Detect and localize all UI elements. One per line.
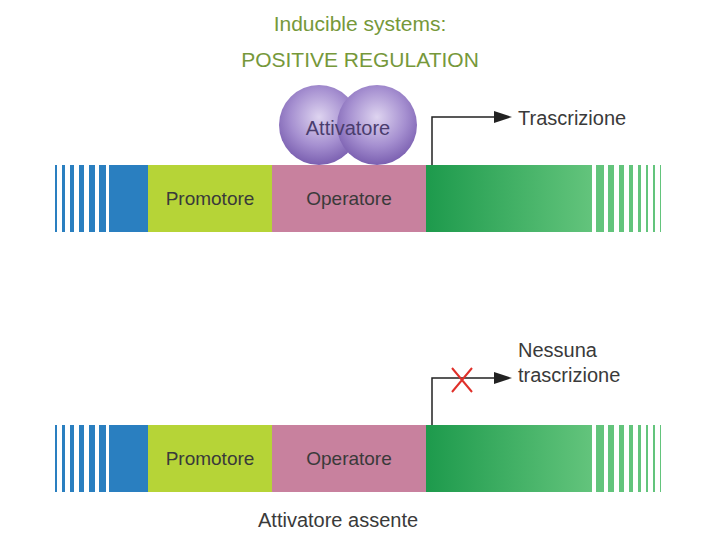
transcription-arrow bbox=[432, 117, 494, 165]
arrow-head bbox=[494, 111, 512, 123]
annotation-label: Nessuna trascrizione bbox=[518, 338, 643, 388]
dna-strand-bottom bbox=[55, 425, 661, 492]
node-label: Promotore bbox=[166, 188, 255, 210]
arrow-head bbox=[494, 372, 512, 384]
node-label: Promotore bbox=[166, 448, 255, 470]
transcription-arrow bbox=[432, 378, 494, 425]
diagram-title: Inducible systems: POSITIVE REGULATION bbox=[225, 6, 495, 78]
promoter-region: Promotore bbox=[148, 425, 272, 492]
activator-protein: Attivatore bbox=[277, 84, 419, 166]
node-label: Attivatore bbox=[306, 117, 390, 140]
operator-region: Operatore bbox=[272, 165, 426, 232]
annotation-label: Attivatore assente bbox=[258, 508, 478, 533]
annotation-label: Trascrizione bbox=[518, 106, 678, 131]
node-label: Operatore bbox=[306, 448, 392, 470]
operator-region: Operatore bbox=[272, 425, 426, 492]
promoter-region: Promotore bbox=[148, 165, 272, 232]
dna-strand-top bbox=[55, 165, 661, 232]
node-label: Operatore bbox=[306, 188, 392, 210]
block-cross bbox=[452, 368, 472, 392]
